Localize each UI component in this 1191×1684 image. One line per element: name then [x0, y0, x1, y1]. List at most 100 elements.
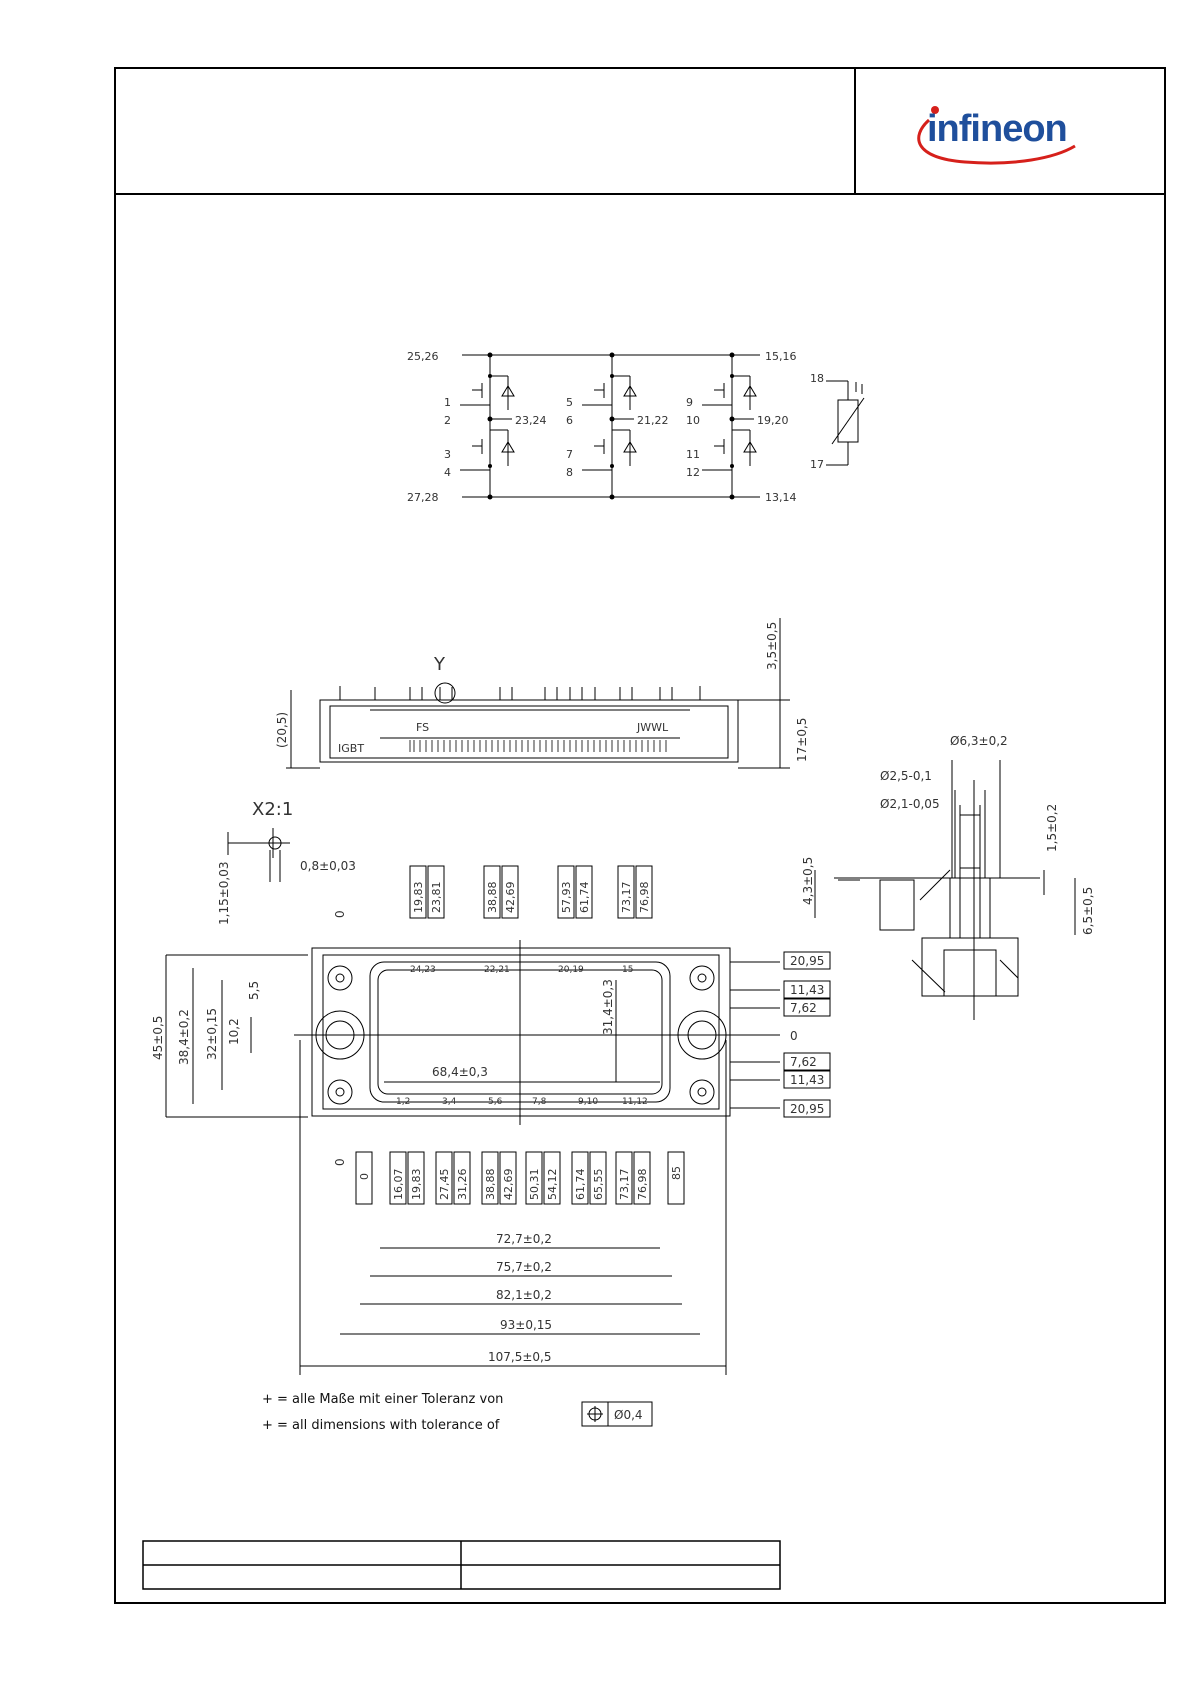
label-18: 18 — [810, 372, 824, 385]
left-dim-45: 45±0,5 — [151, 1016, 165, 1060]
label-17: 17 — [810, 458, 824, 471]
label-11: 11 — [686, 448, 700, 461]
left-dim-10-2: 10,2 — [227, 1018, 241, 1045]
dim-1-15: 1,15±0,03 — [217, 862, 231, 926]
right-dim-labels: 20,95 11,43 7,62 0 7,62 11,43 20,95 — [790, 954, 824, 1116]
dim-0-8: 0,8±0,03 — [300, 859, 356, 873]
detail-x-view — [227, 828, 290, 882]
label-15-16: 15,16 — [765, 350, 797, 363]
bottom-pin-boxes — [355, 1151, 685, 1205]
logo-text: infineon — [927, 108, 1068, 150]
tolerance-note-de: + = alle Maße mit einer Toleranz von — [262, 1392, 504, 1407]
label-9: 9 — [686, 396, 693, 409]
right-dim-1: 20,95 — [790, 954, 824, 968]
overall-dim-72-7: 72,7±0,2 — [496, 1232, 552, 1246]
overall-dim-107-5: 107,5±0,5 — [488, 1350, 552, 1364]
top-pin-1: 19,83 — [412, 882, 425, 914]
top-pin-boxes — [409, 865, 653, 919]
top-row-label-3: 20,19 — [558, 965, 584, 975]
label-8: 8 — [566, 466, 573, 479]
detail-x-labels: X2:1 0,8±0,03 1,15±0,03 — [217, 799, 356, 925]
circuit-schematic — [460, 354, 865, 498]
inner-dim-68-4: 68,4±0,3 — [432, 1065, 488, 1079]
dim-1-5: 1,5±0,2 — [1045, 804, 1059, 852]
dim-3-5: 3,5±0,5 — [765, 622, 779, 670]
top-pin-7: 73,17 — [620, 882, 633, 914]
bottom-pin-3: 19,83 — [410, 1169, 423, 1201]
bottom-row-label-5: 9,10 — [578, 1097, 598, 1107]
bottom-row-label-2: 3,4 — [442, 1097, 457, 1107]
label-3: 3 — [444, 448, 451, 461]
top-pin-2: 23,81 — [430, 882, 443, 914]
label-10: 10 — [686, 414, 700, 427]
label-27-28: 27,28 — [407, 491, 439, 504]
zero-bottom: 0 — [333, 1158, 347, 1166]
right-dim-zero: 0 — [790, 1029, 798, 1043]
bottom-pin-13: 76,98 — [636, 1169, 649, 1201]
mark-fs: FS — [416, 721, 429, 734]
left-dim-38-4: 38,4±0,2 — [177, 1009, 191, 1065]
top-row-label-2: 22,21 — [484, 965, 510, 975]
overall-dim-75-7: 75,7±0,2 — [496, 1260, 552, 1274]
pin-detail-view — [814, 760, 1076, 1020]
label-1: 1 — [444, 396, 451, 409]
top-row-label-4: 15 — [622, 965, 633, 975]
schematic-nodes — [487, 352, 735, 500]
side-view — [286, 618, 790, 769]
bottom-pin-5: 31,26 — [456, 1169, 469, 1201]
label-12: 12 — [686, 466, 700, 479]
dim-20-5: (20,5) — [275, 712, 289, 748]
left-dim-32: 32±0,15 — [205, 1008, 219, 1060]
mark-jwwl: JWWL — [636, 721, 669, 734]
right-dim-3: 7,62 — [790, 1001, 817, 1015]
right-dim-7: 20,95 — [790, 1102, 824, 1116]
bottom-row-label-6: 11,12 — [622, 1097, 648, 1107]
overall-dim-labels: 72,7±0,2 75,7±0,2 82,1±0,2 93±0,15 107,5… — [488, 1232, 552, 1364]
tolerance-note-en: + = all dimensions with tolerance of — [262, 1418, 500, 1433]
right-dim-2: 11,43 — [790, 983, 824, 997]
inner-dim-31-4: 31,4±0,3 — [601, 979, 615, 1035]
bottom-pin-7: 42,69 — [502, 1169, 515, 1201]
top-pin-3: 38,88 — [486, 882, 499, 914]
dim-d2-5: Ø2,5-0,1 — [880, 769, 932, 783]
bottom-pin-2: 16,07 — [392, 1169, 405, 1201]
label-19-20: 19,20 — [757, 414, 789, 427]
right-dim-boxes — [783, 951, 831, 1118]
view-y-title: Y — [433, 654, 446, 675]
logo-swoosh — [917, 106, 1076, 165]
tolerance-value: Ø0,4 — [614, 1408, 643, 1422]
dim-6-5: 6,5±0,5 — [1081, 887, 1095, 935]
right-dim-6: 11,43 — [790, 1073, 824, 1087]
label-2: 2 — [444, 414, 451, 427]
overall-dim-93: 93±0,15 — [500, 1318, 552, 1332]
bottom-row-label-4: 7,8 — [532, 1097, 547, 1107]
top-pin-6: 61,74 — [578, 882, 591, 914]
top-pin-4: 42,69 — [504, 882, 517, 914]
label-21-22: 21,22 — [637, 414, 669, 427]
label-5: 5 — [566, 396, 573, 409]
schematic-labels: 25,26 1 2 3 4 27,28 5 6 7 8 9 10 11 12 2… — [407, 350, 824, 504]
bottom-row-label-1: 1,2 — [396, 1097, 410, 1107]
bottom-pin-14: 85 — [670, 1166, 683, 1180]
bottom-pin-1: 0 — [358, 1173, 371, 1180]
detail-x-title: X2:1 — [252, 799, 293, 820]
top-row-label-1: 24,23 — [410, 965, 436, 975]
bottom-pin-6: 38,88 — [484, 1169, 497, 1201]
label-7: 7 — [566, 448, 573, 461]
tolerance-frame — [581, 1401, 653, 1427]
zero-top: 0 — [333, 910, 347, 918]
dim-4-3: 4,3±0,5 — [801, 857, 815, 905]
bottom-pin-10: 61,74 — [574, 1169, 587, 1201]
row-labels: 24,23 22,21 20,19 15 1,2 3,4 5,6 7,8 9,1… — [396, 965, 648, 1107]
bottom-pin-11: 65,55 — [592, 1169, 605, 1201]
label-4: 4 — [444, 466, 451, 479]
side-view-labels: Y (20,5) 3,5±0,5 17±0,5 IGBT FS JWWL — [275, 622, 809, 762]
pin-detail-labels: Ø6,3±0,2 Ø2,5-0,1 Ø2,1-0,05 1,5±0,2 4,3±… — [801, 734, 1095, 935]
bottom-pin-8: 50,31 — [528, 1169, 541, 1201]
left-dim-labels: 45±0,5 38,4±0,2 32±0,15 10,2 5,5 — [151, 981, 261, 1065]
dim-d6-3: Ø6,3±0,2 — [950, 734, 1008, 748]
bottom-pin-labels: 0 16,07 19,83 27,45 31,26 38,88 42,69 50… — [358, 1166, 683, 1200]
top-pin-8: 76,98 — [638, 882, 651, 914]
mark-igbt: IGBT — [338, 742, 364, 755]
